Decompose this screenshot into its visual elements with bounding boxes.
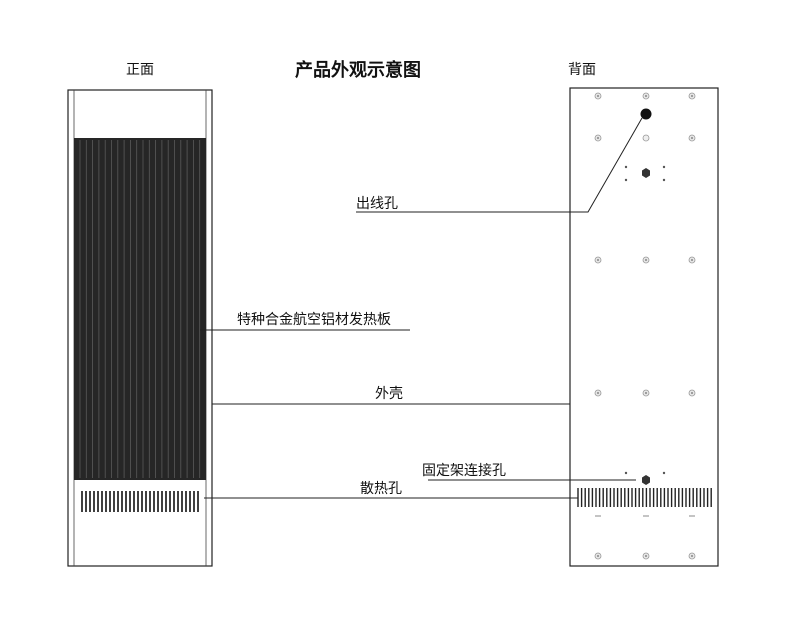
leader-lines (200, 117, 643, 499)
front-view (67, 89, 213, 567)
heating-plate (74, 138, 206, 480)
mount-dot (624, 178, 628, 182)
screw-center (597, 392, 599, 394)
screw-center (597, 555, 599, 557)
mount-dot (662, 471, 666, 475)
screw-center (691, 392, 693, 394)
screw-center (597, 137, 599, 139)
screw-center (597, 95, 599, 97)
hex-mount-top (642, 168, 650, 178)
back-view (569, 87, 719, 567)
back-screws (594, 92, 696, 560)
screw (642, 134, 650, 142)
shell-label: 外壳 (375, 386, 403, 402)
screw-center (645, 259, 647, 261)
mount-dot (662, 178, 666, 182)
screw-center (645, 555, 647, 557)
back-vent-slots (577, 488, 712, 507)
mount-dot (624, 165, 628, 169)
cable-hole-label: 出线孔 (356, 196, 398, 212)
heating-plate-label: 特种合金航空铝材发热板 (237, 312, 391, 328)
bracket-hole-label: 固定架连接孔 (422, 463, 506, 479)
screw-center (691, 95, 693, 97)
screw-center (691, 137, 693, 139)
back-panel (569, 87, 719, 567)
cable-hole (640, 108, 652, 120)
heating-plate-fins (79, 140, 201, 478)
screw-center (645, 392, 647, 394)
leader-cable-hole (356, 117, 643, 213)
screw-center (645, 95, 647, 97)
front-vent-slots (81, 491, 199, 512)
screw-center (597, 259, 599, 261)
back-view-label: 背面 (568, 62, 596, 78)
mount-dot (624, 471, 628, 475)
vent-hole-label: 散热孔 (360, 481, 402, 497)
page-title: 产品外观示意图 (295, 60, 421, 81)
hex-mount-bottom (642, 475, 650, 485)
screw-center (691, 259, 693, 261)
front-view-label: 正面 (126, 62, 154, 78)
screw-center (691, 555, 693, 557)
mount-dot (662, 165, 666, 169)
